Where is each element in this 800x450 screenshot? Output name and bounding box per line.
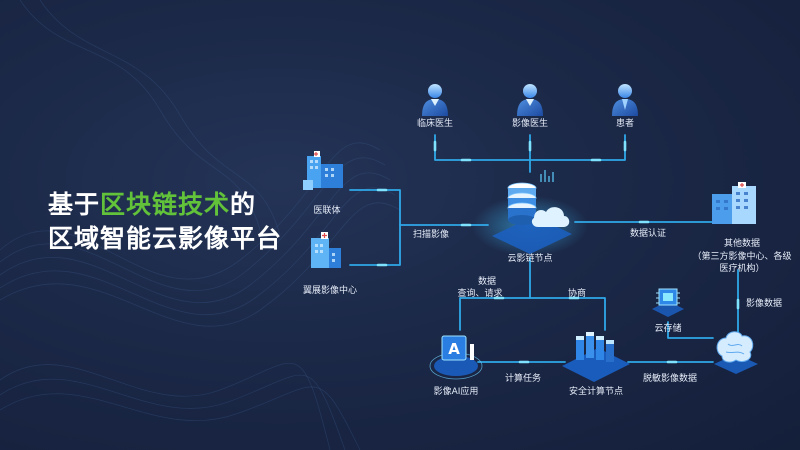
node-label-clinician: 临床医生 — [416, 119, 454, 129]
edge-label-scan-imaging: 扫描影像 — [412, 230, 450, 240]
doctor-icon — [422, 84, 448, 116]
link-clinician — [434, 134, 531, 161]
hospital-building-icon — [303, 151, 343, 190]
edge-label-data-query-2: 查询、请求 — [457, 289, 503, 299]
link-medical-alliance — [349, 189, 401, 226]
node-label-medical-alliance: 医联体 — [313, 206, 341, 216]
svg-text:A: A — [448, 340, 460, 358]
ai-chip-icon: A — [429, 335, 483, 380]
server-rack-icon — [562, 332, 630, 382]
link-imaging-center — [349, 224, 401, 266]
node-label-ai-application: 影像AI应用 — [433, 387, 479, 397]
edge-label-data-query-1: 数据 — [477, 277, 497, 287]
node-label-imaging-center: 翼展影像中心 — [302, 286, 358, 296]
link-storage — [667, 321, 714, 339]
page-title: 基于区块链技术的 区域智能云影像平台 — [48, 188, 282, 256]
hospital-building-icon — [311, 232, 341, 268]
node-label-patient: 患者 — [615, 119, 635, 129]
node-label-other-data: 其他数据 — [723, 239, 761, 249]
title-suffix: 的 — [230, 190, 257, 219]
node-label-cloud-chain-node: 云影链节点 — [507, 254, 553, 264]
edge-label-data-authentication: 数据认证 — [629, 229, 667, 239]
node-label-other-data-detail-2: 医疗机构） — [719, 264, 765, 274]
link-patient — [529, 134, 626, 161]
server-building-icon — [712, 182, 756, 224]
title-prefix: 基于 — [48, 190, 101, 219]
link-chain-to-compute — [529, 297, 606, 331]
node-label-other-data-detail-1: （第三方影像中心、各级 — [692, 252, 792, 262]
node-label-cloud-storage: 云存储 — [654, 324, 682, 334]
edge-label-compute-task: 计算任务 — [504, 374, 542, 384]
doctor-icon — [517, 84, 543, 116]
chip-icon — [652, 288, 684, 317]
database-cloud-icon — [472, 170, 588, 256]
edge-label-deidentified-data: 脱敏影像数据 — [642, 374, 698, 384]
title-line-1: 基于区块链技术的 — [48, 188, 282, 222]
brain-icon — [714, 331, 758, 374]
edge-label-negotiation: 协商 — [567, 289, 587, 299]
connector-highlights — [376, 140, 740, 364]
node-label-secure-compute-node: 安全计算节点 — [568, 387, 624, 397]
background-waves — [0, 0, 401, 450]
title-highlight: 区块链技术 — [100, 190, 231, 219]
node-label-radiologist: 影像医生 — [511, 119, 549, 129]
patient-icon — [612, 84, 638, 116]
title-line-2: 区域智能云影像平台 — [48, 224, 283, 253]
edge-label-imaging-data: 影像数据 — [746, 299, 783, 309]
